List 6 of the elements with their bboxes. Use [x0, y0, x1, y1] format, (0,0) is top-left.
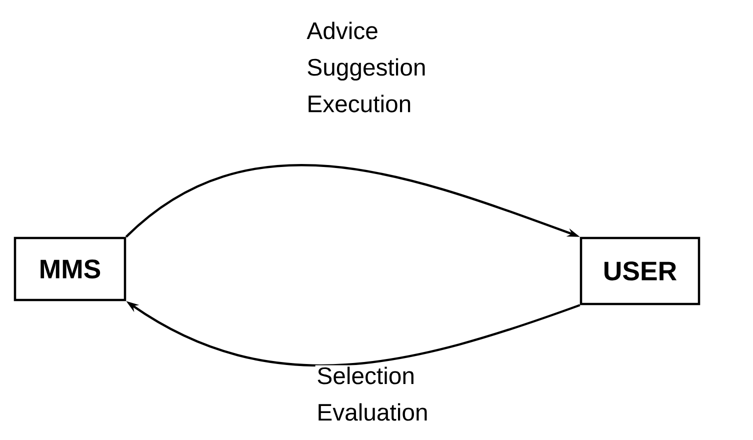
process-box	[14, 236, 126, 302]
label-text: MMS	[40, 260, 100, 278]
edge-label: Advice Suggestion Execution	[306, 22, 425, 112]
edge-label: Selection Evaluation	[318, 366, 427, 421]
label-text: USER	[604, 262, 677, 280]
process-box	[580, 236, 700, 306]
